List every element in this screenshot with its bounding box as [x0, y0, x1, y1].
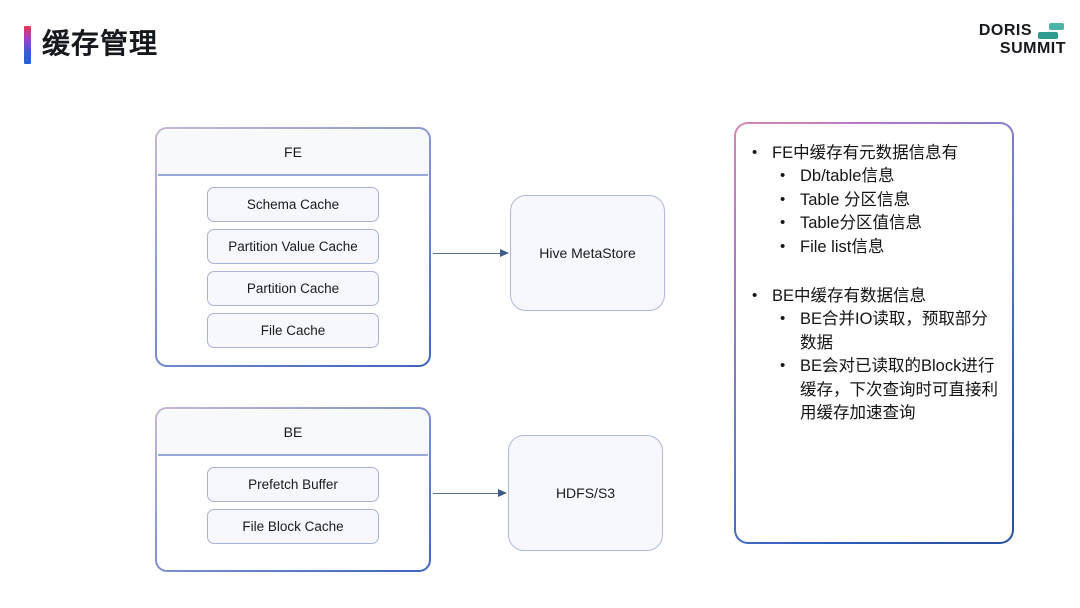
arrow-line: [433, 252, 501, 254]
fe-group-inner: FE Schema Cache Partition Value Cache Pa…: [157, 129, 429, 365]
notes-panel: FE中缓存有元数据信息有 Db/table信息 Table 分区信息 Table…: [734, 122, 1014, 544]
cache-box-partition-value-cache[interactable]: Partition Value Cache: [207, 229, 379, 264]
notes-panel-inner: FE中缓存有元数据信息有 Db/table信息 Table 分区信息 Table…: [736, 124, 1012, 542]
note-item-fe: FE中缓存有元数据信息有 Db/table信息 Table 分区信息 Table…: [746, 141, 998, 260]
doris-summit-logo: DORIS SUMMIT: [926, 22, 1066, 68]
doris-mark-icon: [1036, 23, 1066, 40]
be-group-body: Prefetch Buffer File Block Cache: [157, 456, 429, 570]
note-spacer: [746, 259, 998, 285]
logo-mark-bar-top: [1049, 23, 1064, 30]
cache-box-file-cache[interactable]: File Cache: [207, 313, 379, 348]
be-group-inner: BE Prefetch Buffer File Block Cache: [157, 409, 429, 570]
be-group-header: BE: [158, 410, 428, 456]
note-heading-fe: FE中缓存有元数据信息有: [772, 144, 959, 162]
note-sublist-fe: Db/table信息 Table 分区信息 Table分区值信息 File li…: [772, 164, 998, 260]
fe-group-header: FE: [158, 130, 428, 176]
arrow-line: [433, 492, 499, 494]
fe-group-body: Schema Cache Partition Value Cache Parti…: [157, 176, 429, 365]
arrow-head-icon: [500, 248, 509, 257]
note-subitem-be-block-cache: BE会对已读取的Block进行缓存，下次查询时可直接利用缓存加速查询: [772, 354, 998, 426]
note-subitem-table-partition: Table 分区信息: [772, 188, 998, 213]
slide-header: 缓存管理 DORIS SUMMIT: [0, 0, 1080, 92]
arrow-head-icon: [498, 488, 507, 497]
storage-node-hive-metastore[interactable]: Hive MetaStore: [510, 195, 665, 311]
notes-list: FE中缓存有元数据信息有 Db/table信息 Table 分区信息 Table…: [746, 141, 998, 426]
note-heading-be: BE中缓存有数据信息: [772, 287, 927, 305]
note-subitem-table-partition-value: Table分区值信息: [772, 211, 998, 236]
be-group-box: BE Prefetch Buffer File Block Cache: [155, 407, 431, 572]
arrow-be-to-hdfs-s3: [433, 488, 507, 498]
logo-text-summit: SUMMIT: [999, 40, 1066, 57]
fe-group-box: FE Schema Cache Partition Value Cache Pa…: [155, 127, 431, 367]
logo-text-doris: DORIS: [978, 22, 1032, 39]
architecture-diagram: FE Schema Cache Partition Value Cache Pa…: [0, 92, 1080, 608]
note-subitem-db-table: Db/table信息: [772, 164, 998, 189]
cache-box-partition-cache[interactable]: Partition Cache: [207, 271, 379, 306]
note-subitem-be-merge-io: BE合并IO读取，预取部分数据: [772, 307, 998, 355]
storage-node-hdfs-s3[interactable]: HDFS/S3: [508, 435, 663, 551]
note-item-be: BE中缓存有数据信息 BE合并IO读取，预取部分数据 BE会对已读取的Block…: [746, 284, 998, 426]
page-title: 缓存管理: [42, 28, 159, 59]
logo-mark-bar-bottom: [1038, 32, 1058, 39]
cache-box-file-block-cache[interactable]: File Block Cache: [207, 509, 379, 544]
title-accent-bar: [24, 26, 31, 64]
cache-box-schema-cache[interactable]: Schema Cache: [207, 187, 379, 222]
note-sublist-be: BE合并IO读取，预取部分数据 BE会对已读取的Block进行缓存，下次查询时可…: [772, 307, 998, 426]
arrow-fe-to-hive-metastore: [433, 248, 509, 258]
cache-box-prefetch-buffer[interactable]: Prefetch Buffer: [207, 467, 379, 502]
note-subitem-file-list: File list信息: [772, 235, 998, 260]
